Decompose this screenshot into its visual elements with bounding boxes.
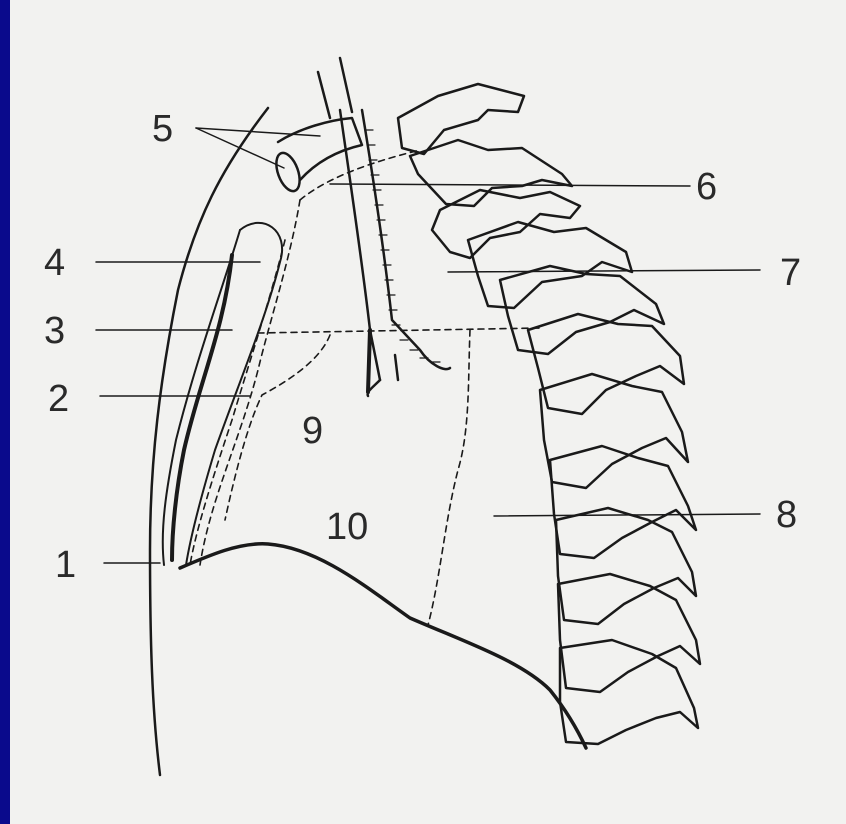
diaphragm (180, 544, 586, 748)
leader-6 (330, 184, 690, 186)
label-6: 6 (696, 168, 717, 206)
label-7: 7 (780, 254, 801, 292)
trachea (340, 110, 380, 380)
posterior-mediastinum-dashed (428, 330, 470, 625)
vertebra-8 (550, 446, 696, 558)
vertebra-9 (556, 508, 696, 624)
label-5: 5 (152, 110, 173, 148)
label-4: 4 (44, 244, 65, 282)
vertebra-11 (560, 640, 698, 744)
vertebra-3 (432, 190, 580, 258)
label-9: 9 (302, 412, 323, 450)
label-8: 8 (776, 496, 797, 534)
vessel-upper (318, 72, 330, 118)
trachea-rings (365, 130, 440, 362)
vertebra-6 (528, 314, 684, 414)
pleura-dashed-anterior (190, 240, 285, 565)
label-2: 2 (48, 380, 69, 418)
label-10: 10 (326, 508, 368, 546)
vertebra-7 (540, 374, 688, 488)
vessel-upper-2 (340, 58, 352, 112)
mediastinum-top-dashed (300, 150, 420, 200)
vertebral-column (398, 84, 700, 744)
label-1: 1 (55, 546, 76, 584)
bronchus (368, 330, 370, 392)
vessel-cross-section (272, 150, 304, 194)
carina (368, 355, 398, 396)
vertebra-5 (500, 266, 664, 354)
vertebra-1 (398, 84, 524, 154)
leader-7 (448, 270, 760, 272)
vertebra-2 (410, 140, 572, 206)
label-3: 3 (44, 312, 65, 350)
leader-lines (96, 128, 760, 563)
leader-5b (196, 128, 284, 168)
anterior-body-outline (150, 108, 268, 775)
leader-8 (494, 514, 760, 516)
